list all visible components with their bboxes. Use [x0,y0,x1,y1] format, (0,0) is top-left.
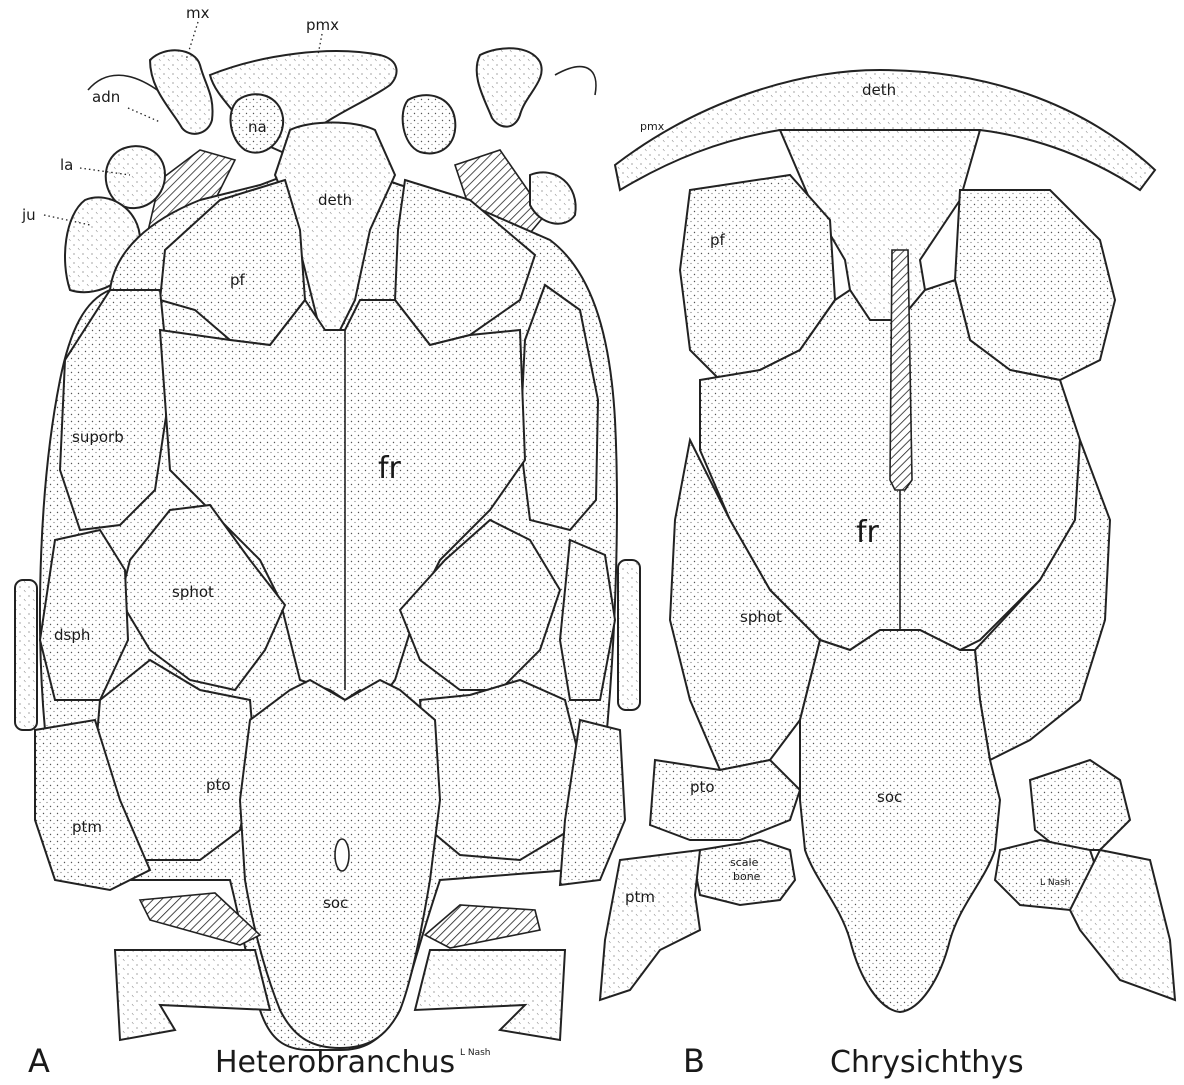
panel-b: deth pmx pf fr sphot pto scale bone soc … [600,70,1175,1080]
leader-adn-a [128,108,160,122]
panel-a: mx pmx adn na la ju deth pf suporb fr sp… [15,4,640,1080]
label-pf-b: pf [710,231,726,249]
posterior-hatch-right-a [425,905,540,948]
posterior-process-right-a [415,950,565,1040]
occipital-pit-a [335,839,349,871]
label-sphot-a: sphot [172,583,214,601]
lateral-right-small-a [530,172,576,223]
label-pto-a: pto [206,776,231,794]
label-ptm-b: ptm [625,888,655,906]
label-ptm-a: ptm [72,818,102,836]
taxon-name-a: Heterobranchus [215,1045,455,1080]
lateral-strip-right-a [618,560,640,710]
label-fr-a: fr [378,451,402,486]
label-pmx-a: pmx [306,16,339,34]
panel-letter-a: A [28,1042,50,1080]
maxillary-curl-right [555,67,596,95]
label-suporb-a: suporb [72,428,124,446]
label-scale-line2-b: bone [733,870,761,883]
label-pto-b: pto [690,778,715,796]
lateral-strip-left-a [15,580,37,730]
maxilla-left-a [150,50,213,134]
frontal-fontanel-b [890,250,912,490]
nasal-right-a [403,95,456,153]
label-soc-a: soc [323,894,348,912]
supraoccipital-b [800,630,1000,1012]
taxon-name-b: Chrysichthys [830,1045,1024,1080]
label-dsph-a: dsph [54,626,90,644]
label-pf-a: pf [230,271,246,289]
pterotic-right-a [420,680,580,860]
label-deth-a: deth [318,191,352,209]
label-soc-b: soc [877,788,902,806]
label-scale-line1-b: scale [730,856,759,869]
pterotic-right-b [1030,760,1130,850]
label-adn-a: adn [92,88,120,106]
label-mx-a: mx [186,4,210,22]
label-deth-b: deth [862,81,896,99]
label-sphot-b: sphot [740,608,782,626]
pterotic-left-b [650,760,800,840]
label-na-a: na [248,118,267,136]
posttemporal-left-b [600,850,700,1000]
signature-b: L Nash [1040,878,1071,888]
lacrimal-a [106,146,165,208]
label-fr-b: fr [856,515,880,550]
signature-a: L Nash [460,1048,491,1058]
label-pmx-b: pmx [640,120,665,133]
maxilla-right-a [477,48,542,126]
posterior-process-a [115,950,270,1040]
label-ju-a: ju [21,206,36,224]
label-la-a: la [60,156,73,174]
panel-letter-b: B [683,1042,705,1080]
